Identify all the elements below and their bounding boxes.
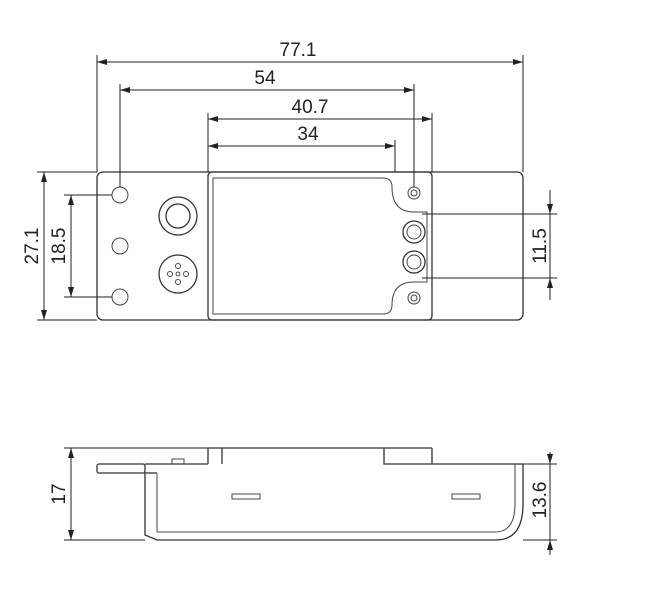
body-underside-contour <box>144 473 524 541</box>
screw-bottom-inner <box>410 294 418 302</box>
screw-top-outer <box>407 186 421 200</box>
dimension-inner-length: 34 <box>297 124 319 145</box>
arrowhead <box>97 59 107 65</box>
arrowhead <box>208 116 218 122</box>
dimension-body-length: 40.7 <box>292 97 329 118</box>
screw-profile-left <box>231 493 261 500</box>
dimension-side-height: 17 <box>49 483 70 504</box>
base-plate-outline <box>96 171 524 321</box>
dimension-small-hole-span: 11.5 <box>530 228 551 264</box>
arrowhead <box>547 454 553 464</box>
dimension-hole-span: 54 <box>254 68 276 89</box>
arrowhead <box>68 287 74 297</box>
arrowhead <box>41 310 47 320</box>
flange-tab <box>96 463 146 474</box>
push-button-outer <box>158 196 198 236</box>
vertical-dimensions-top: 27.1 18.5 11.5 <box>22 171 557 321</box>
dimension-hole-pitch: 18.5 <box>49 228 70 265</box>
connector-pin <box>175 263 181 269</box>
dimension-overall-height: 27.1 <box>22 228 43 265</box>
arrowhead <box>68 448 74 458</box>
connector-pin <box>183 271 189 277</box>
module-body-inner-contour <box>212 177 428 315</box>
arrowhead <box>120 87 130 93</box>
screw-bottom-outer <box>407 291 421 305</box>
connector-pin <box>175 271 181 277</box>
arrowhead <box>547 204 553 214</box>
arrowhead <box>547 278 553 288</box>
arrowhead <box>422 116 432 122</box>
indicator-led-upper-inner <box>406 224 422 240</box>
arrowhead <box>513 59 523 65</box>
arrowhead <box>404 87 414 93</box>
top-view <box>96 171 524 321</box>
connector-outer <box>158 254 198 294</box>
screw-top-inner <box>410 189 418 197</box>
dimension-overall-length: 77.1 <box>280 40 317 61</box>
body-right-inner-edge <box>494 464 516 533</box>
mounting-hole-middle <box>111 237 129 255</box>
arrowhead <box>68 530 74 540</box>
indicator-led-upper-outer <box>402 220 426 244</box>
arrowhead <box>41 172 47 182</box>
arrowhead <box>547 540 553 550</box>
body-left-step <box>207 447 223 464</box>
module-body-outline <box>207 171 433 321</box>
horizontal-dimensions: 77.1 54 40.7 34 <box>96 40 524 187</box>
indicator-led-lower-inner <box>406 254 422 270</box>
arrowhead <box>385 143 395 149</box>
mounting-hole-bottom <box>111 288 129 306</box>
side-view <box>96 447 524 541</box>
vertical-dimensions-side: 17 13.6 <box>49 447 557 555</box>
indicator-led-lower-outer <box>402 250 426 274</box>
button-cap-profile <box>171 458 185 464</box>
push-button-inner <box>165 203 191 229</box>
arrowhead <box>68 195 74 205</box>
connector-pin <box>175 279 181 285</box>
body-right-step <box>383 448 433 465</box>
arrowhead <box>208 143 218 149</box>
screw-profile-right <box>451 493 481 500</box>
connector-pin <box>167 271 173 277</box>
mounting-hole-top <box>111 186 129 204</box>
dimension-body-height: 13.6 <box>530 482 551 519</box>
